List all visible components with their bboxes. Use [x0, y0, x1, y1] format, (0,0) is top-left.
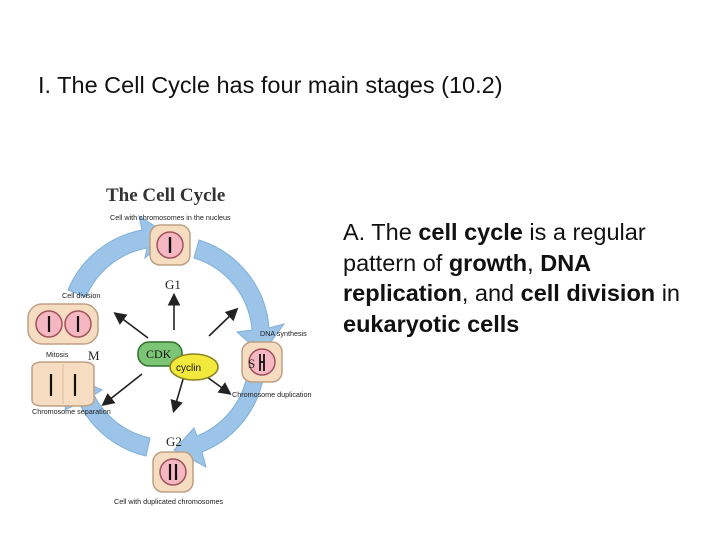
label-mitosis: Mitosis — [46, 350, 69, 359]
arrow-s-to-g2 — [173, 369, 265, 468]
label-cell-division: Cell division — [62, 291, 100, 300]
term-cell-cycle: cell cycle — [418, 219, 523, 245]
bullet-point: A. The cell cycle is a regular pattern o… — [343, 217, 703, 339]
label-s: S — [248, 356, 255, 371]
cycle-arrows — [64, 214, 286, 468]
label-chromosome-separation: Chromosome separation — [32, 407, 111, 416]
cyclin-shape — [169, 353, 219, 381]
label-dna-synthesis: DNA synthesis — [260, 329, 307, 338]
term-dna-replication: DNA replication — [343, 249, 591, 307]
label-cell-with-chromosomes: Cell with chromosomes in the nucleus — [110, 213, 231, 222]
label-m: M — [88, 348, 100, 363]
s-cell — [241, 341, 283, 383]
label-cdk: CDK — [146, 347, 172, 361]
bullet-text-1: is a regular pattern of — [343, 219, 646, 276]
slide-title: I. The Cell Cycle has four main stages (… — [38, 72, 503, 98]
bullet-text-4: in — [655, 280, 680, 306]
label-g2: G2 — [166, 434, 182, 449]
bullet-text-2: , — [527, 249, 541, 276]
cell-cycle-diagram: The Cell Cycle Cell with chromosomes in … — [27, 185, 312, 506]
bullet-text-prefix: A. The — [343, 219, 419, 245]
dividing-cells-top — [27, 303, 99, 345]
bullet-text-3: , and — [461, 280, 521, 306]
label-g1: G1 — [165, 277, 181, 292]
diagram-title: The Cell Cycle — [106, 185, 225, 206]
g2-cell — [152, 451, 194, 493]
cdk-cyclin-complex: CDK cyclin — [137, 341, 219, 381]
g1-cell — [149, 224, 191, 266]
label-chromosome-duplication: Chromosome duplication — [232, 390, 312, 399]
cdk-shape — [137, 341, 183, 367]
regulation-arrows — [101, 292, 239, 414]
separating-cell — [31, 361, 95, 407]
label-cyclin: cyclin — [176, 363, 201, 374]
term-cell-division: cell division — [520, 280, 656, 306]
term-growth: growth — [448, 249, 528, 276]
term-eukaryotic-cells: eukaryotic cells — [343, 310, 520, 337]
label-cell-with-duplicated: Cell with duplicated chromosomes — [114, 497, 223, 506]
